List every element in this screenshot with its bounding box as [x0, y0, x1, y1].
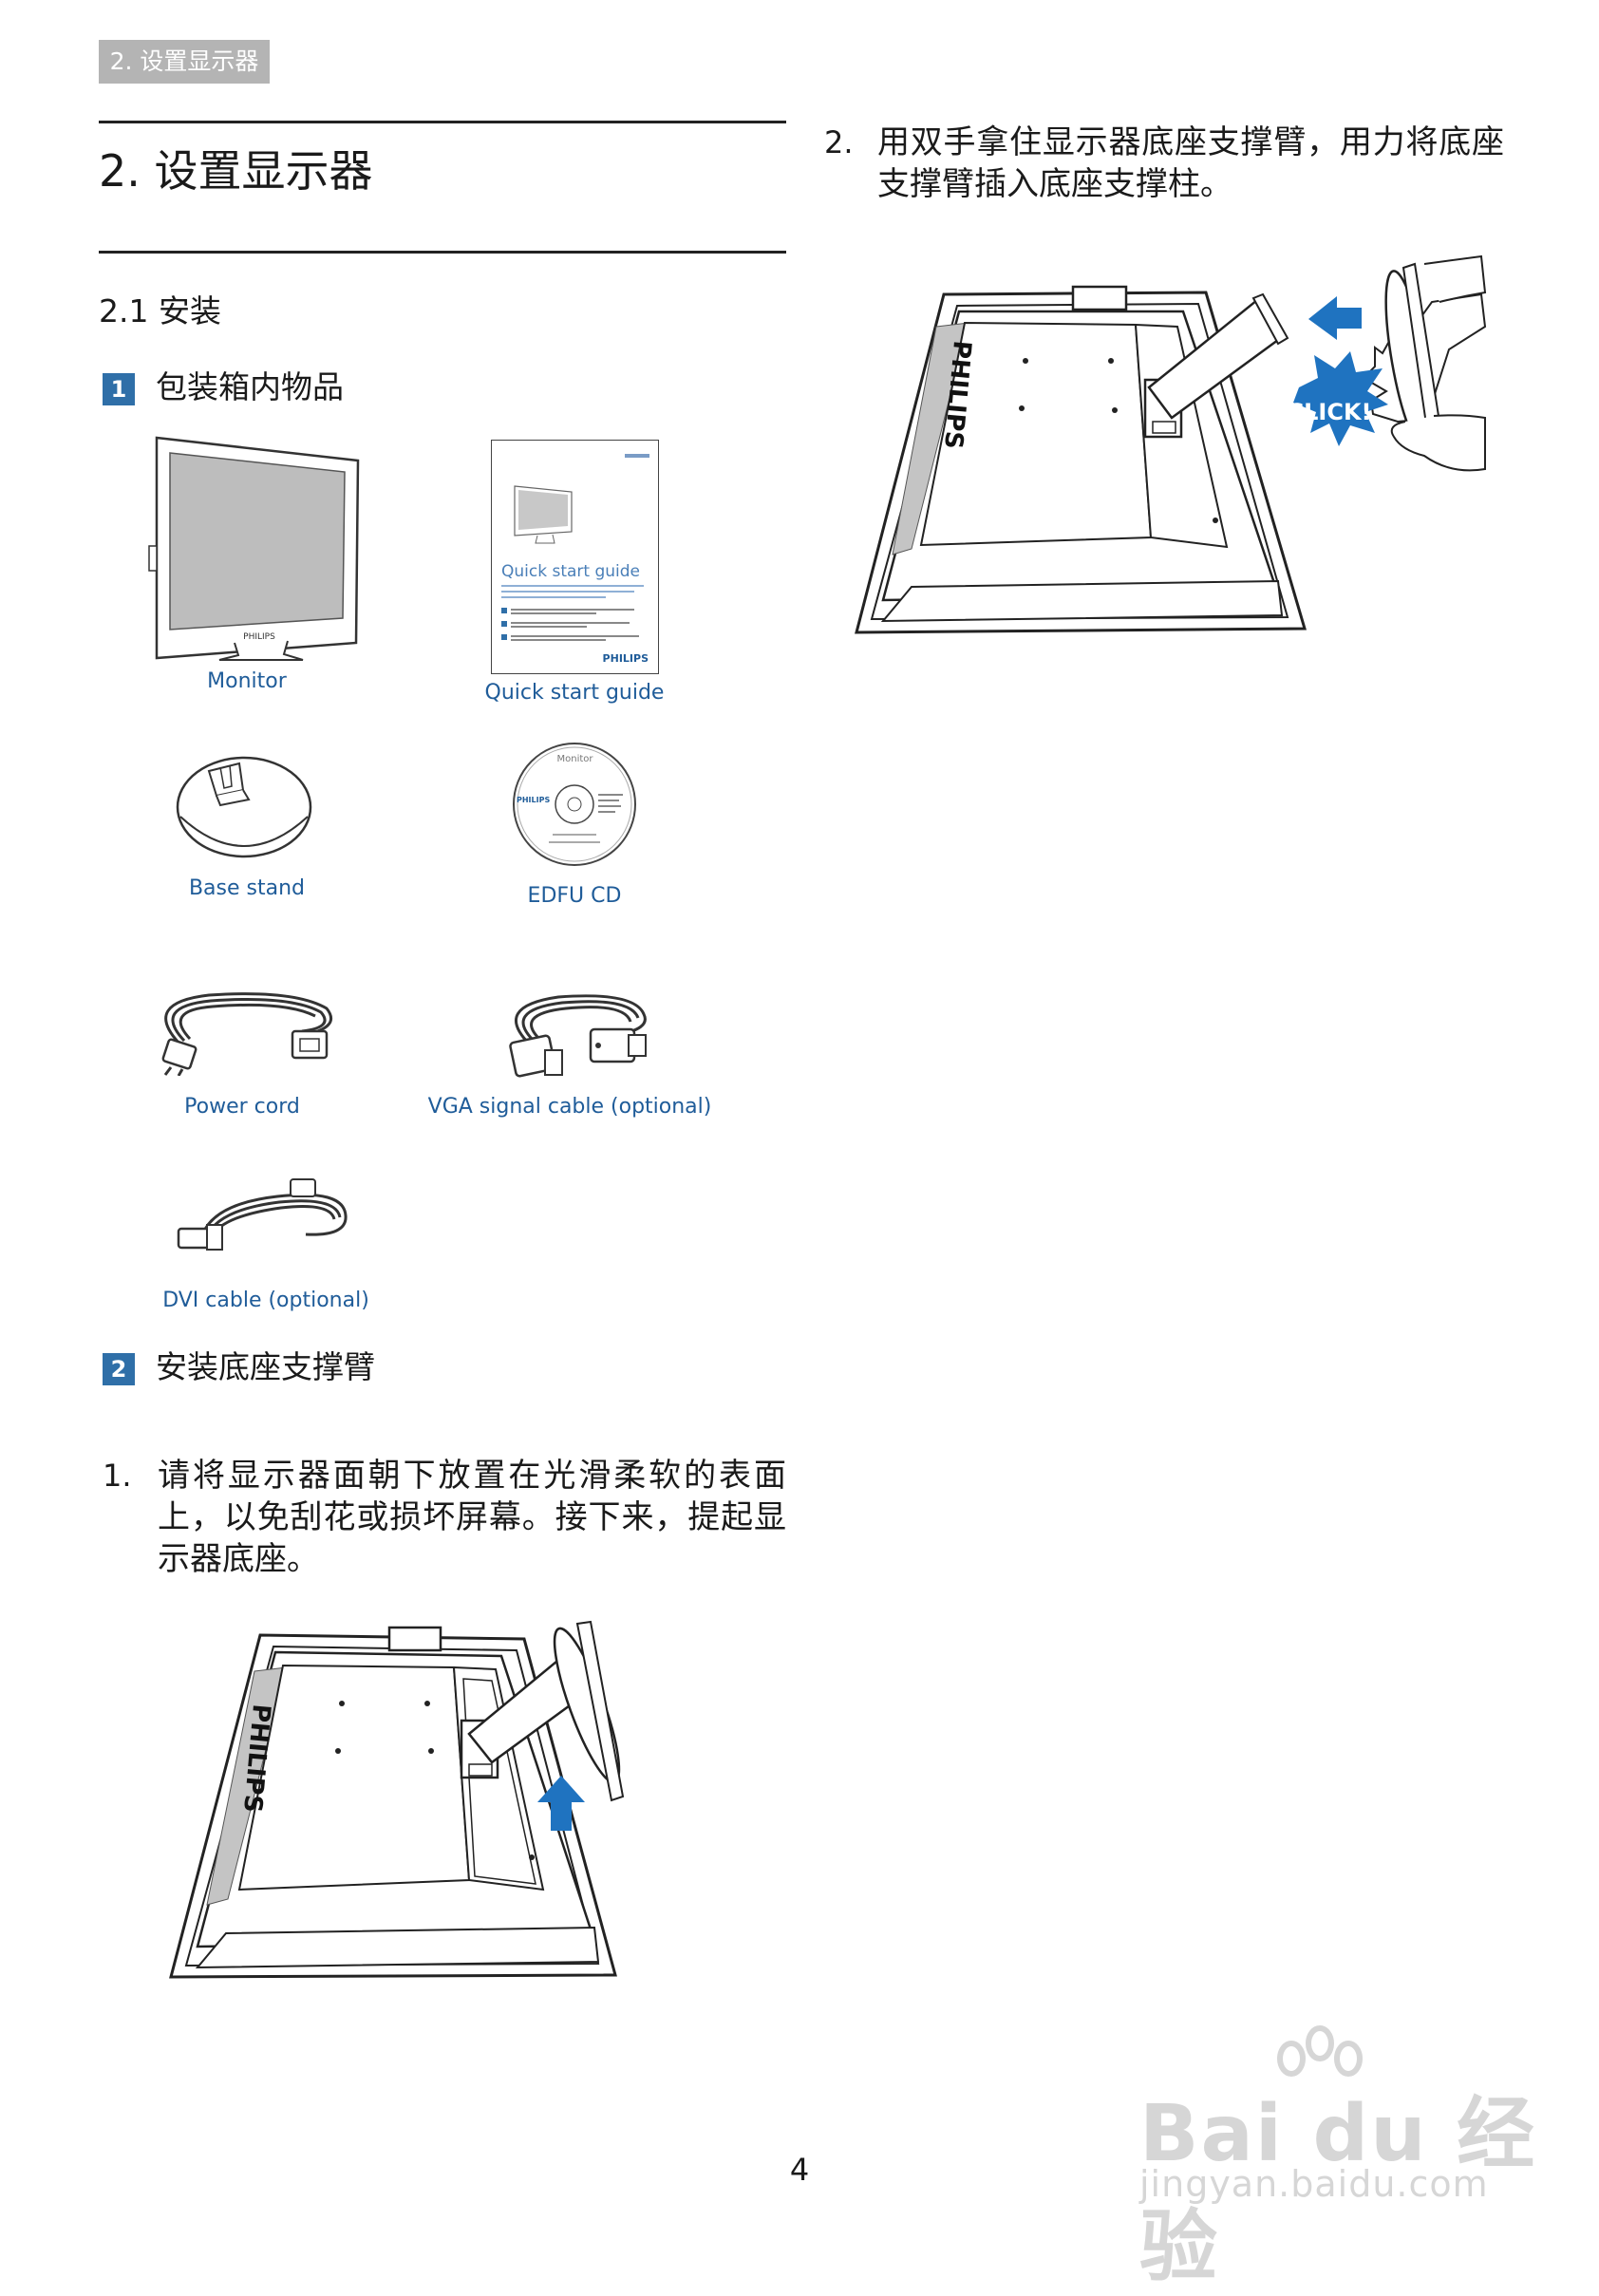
booklet-title: Quick start guide — [501, 562, 641, 581]
edfu-cd-illustration: PHILIPS Monitor — [511, 741, 639, 869]
caption-base-stand: Base stand — [188, 876, 306, 900]
cd-label: Monitor — [556, 754, 593, 764]
page-title: 2. 设置显示器 — [99, 145, 373, 197]
step-1-heading: 1 包装箱内物品 — [103, 367, 344, 408]
caption-dvi-cable: DVI cable (optional) — [162, 1289, 369, 1312]
step-2-title: 安装底座支撑臂 — [156, 1348, 375, 1385]
watermark-url: jingyan.baidu.com — [1139, 2163, 1489, 2205]
booklet-brand: PHILIPS — [602, 652, 649, 665]
watermark-brand: Bai du 经验 — [1139, 2089, 1537, 2292]
caption-monitor: Monitor — [207, 669, 287, 693]
paw-icon — [1277, 2025, 1363, 2077]
cd-graphics — [513, 743, 636, 866]
step-2-badge: 2 — [103, 1352, 135, 1385]
figure-insert-stand — [855, 254, 1487, 634]
heading-top-rule — [99, 121, 786, 123]
page-number: 4 — [789, 2152, 810, 2188]
svg-text:PHILIPS: PHILIPS — [243, 632, 275, 642]
booklet-graphics — [501, 454, 649, 641]
header-tag: 2. 设置显示器 — [99, 40, 270, 84]
click-label: CLICK! — [1287, 399, 1372, 425]
vga-cable-illustration — [509, 994, 647, 1078]
figure-1-brand-box: PHILIPS — [237, 1667, 332, 1814]
instruction-2-number: 2. — [824, 124, 854, 160]
step-1-badge: 1 — [103, 372, 135, 405]
heading-bottom-rule — [99, 251, 786, 254]
step-1-title: 包装箱内物品 — [156, 368, 344, 405]
caption-power-cord: Power cord — [184, 1095, 300, 1119]
cd-brand: PHILIPS — [517, 796, 551, 804]
caption-quick-start-guide: Quick start guide — [484, 681, 665, 705]
monitor-illustration: PHILIPS — [148, 436, 360, 661]
instruction-2-text: 用双手拿住显示器底座支撑臂，用力将底座支撑臂插入底座支撑柱。 — [877, 123, 1504, 203]
base-stand-illustration — [176, 756, 312, 858]
power-cord-illustration — [161, 992, 332, 1076]
caption-edfu-cd: EDFU CD — [527, 884, 622, 908]
quick-start-guide-booklet: Quick start guide PHILIPS — [491, 440, 659, 674]
dvi-cable-illustration — [177, 1178, 348, 1251]
instruction-1-text: 请将显示器面朝下放置在光滑柔软的表面上，以免刮花或损坏屏幕。接下来，提起显示器底… — [158, 1457, 786, 1578]
figure-2-brand-box: PHILIPS — [938, 339, 1033, 456]
step-2-heading: 2 安装底座支撑臂 — [103, 1346, 375, 1388]
caption-vga-cable: VGA signal cable (optional) — [427, 1095, 712, 1119]
instruction-1-number: 1. — [103, 1458, 132, 1494]
section-title: 2.1 安装 — [99, 292, 221, 329]
figure-monitor-facedown-lift — [169, 1620, 625, 1979]
